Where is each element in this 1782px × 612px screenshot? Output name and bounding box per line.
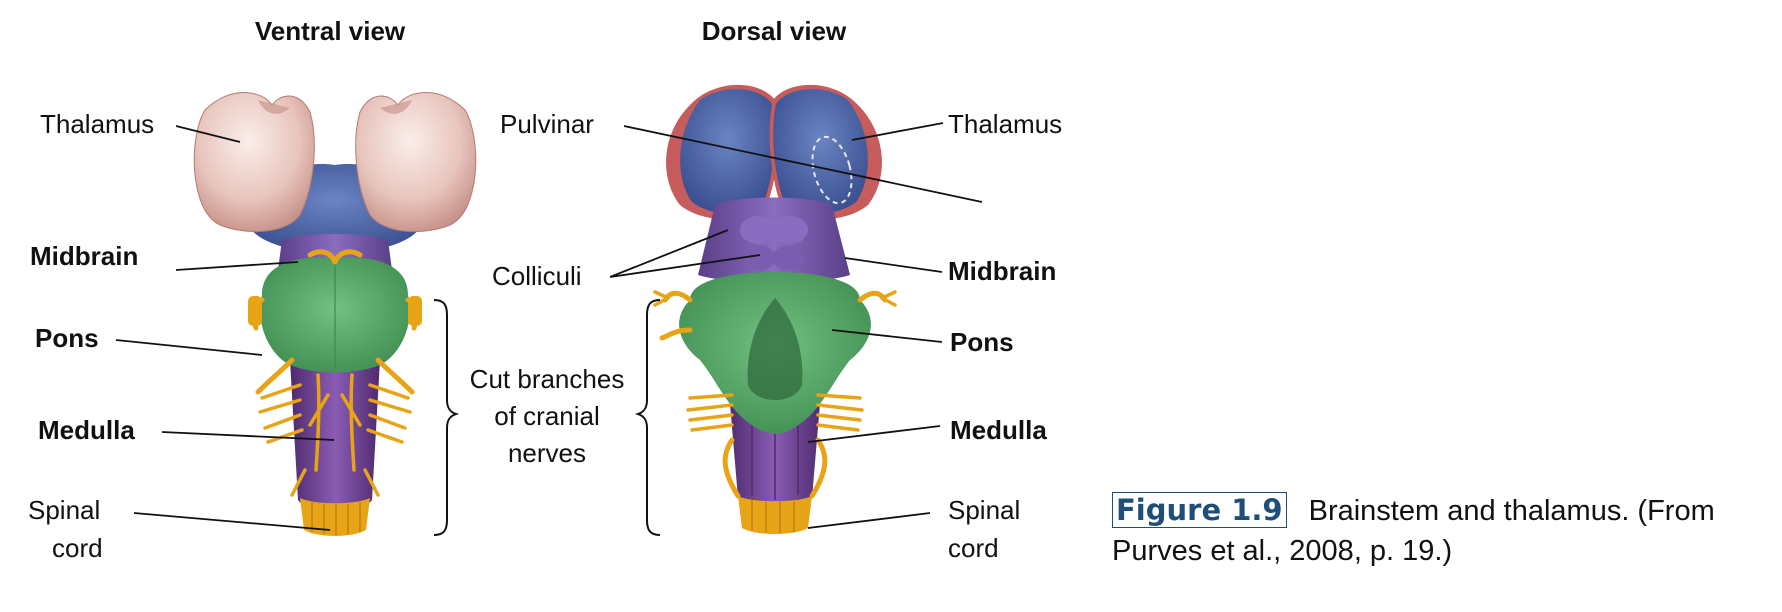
dorsal-thalamus-left xyxy=(680,89,775,214)
caption-text-line1: Brainstem and thalamus. (From xyxy=(1308,495,1715,527)
ventral-spinal-cord-label-line2: cord xyxy=(52,533,103,563)
dorsal-brainstem-illustration xyxy=(653,84,897,534)
dorsal-colliculi-label: Colliculi xyxy=(492,261,582,291)
right-bracket xyxy=(634,299,661,536)
caption-text-line2: Purves et al., 2008, p. 19.) xyxy=(1112,535,1453,567)
dorsal-pulvinar-label: Pulvinar xyxy=(500,109,594,139)
dorsal-thalamus-label: Thalamus xyxy=(948,109,1062,139)
dorsal-midbrain-label: Midbrain xyxy=(948,256,1056,286)
ventral-medulla-label: Medulla xyxy=(38,415,135,445)
ventral-thalamus-left xyxy=(193,92,315,233)
ventral-brainstem-illustration xyxy=(193,92,477,536)
left-bracket xyxy=(433,299,460,536)
ventral-view-title: Ventral view xyxy=(255,16,406,46)
ventral-midbrain-label: Midbrain xyxy=(30,241,138,271)
ventral-thalamus-right xyxy=(355,92,477,233)
cut-branches-label-line3: nerves xyxy=(508,438,586,468)
dorsal-spinal-cord-label-line1: Spinal xyxy=(948,495,1020,525)
dorsal-spinal-cord-label-line2: cord xyxy=(948,533,999,563)
ventral-pons-label: Pons xyxy=(35,323,99,353)
cut-branches-label-line1: Cut branches xyxy=(470,364,625,394)
dorsal-thalamus-right xyxy=(773,89,868,214)
dorsal-view-title: Dorsal view xyxy=(702,16,847,46)
ventral-spinal-cord-label-line1: Spinal xyxy=(28,495,100,525)
dorsal-medulla-label: Medulla xyxy=(950,415,1047,445)
dorsal-pons-label: Pons xyxy=(950,327,1014,357)
figure-number: Figure 1.9 xyxy=(1112,492,1287,528)
cut-branches-label-line2: of cranial xyxy=(494,401,600,431)
ventral-thalamus-label: Thalamus xyxy=(40,109,154,139)
